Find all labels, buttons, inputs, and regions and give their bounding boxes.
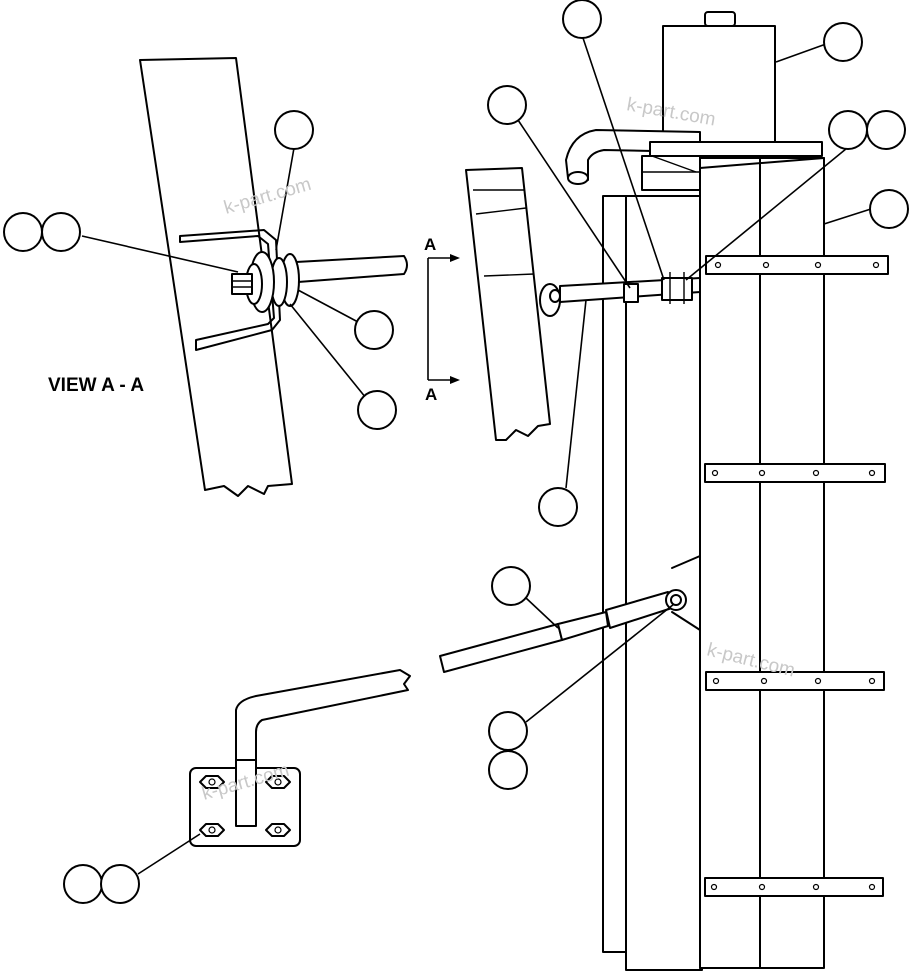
callouts	[3, 0, 909, 904]
callout-balloon	[100, 864, 140, 904]
section-marker-top: A	[424, 235, 436, 254]
callout-balloon	[488, 750, 528, 790]
upper-tank	[662, 25, 776, 145]
rod-end	[295, 255, 408, 283]
support-bar	[189, 669, 411, 847]
upper-stay-rod	[465, 167, 701, 441]
callout-balloon	[562, 0, 602, 39]
filler-cap	[704, 11, 736, 27]
side-panel	[625, 195, 703, 971]
section-arrows: A A	[424, 235, 460, 404]
callout-balloon	[41, 212, 81, 252]
callout-balloon	[488, 711, 528, 751]
lower-stay-rod	[439, 555, 701, 673]
radiator-core	[699, 157, 825, 969]
bolt-head	[231, 273, 253, 295]
callout-balloon	[866, 110, 906, 150]
post-section-right	[465, 167, 551, 441]
mount-strap-2	[704, 463, 886, 483]
rear-plate	[602, 195, 630, 953]
callout-balloon	[63, 864, 103, 904]
tank-assembly	[565, 11, 889, 971]
mount-strap-4	[704, 877, 884, 897]
plate-bolts	[199, 775, 291, 837]
watermark: k-part.com	[222, 174, 314, 219]
callout-balloon	[491, 566, 531, 606]
callout-balloon	[3, 212, 43, 252]
valve-box	[641, 155, 701, 191]
callout-balloon	[538, 487, 578, 527]
mount-strap-3	[705, 671, 885, 691]
mounting-bracket	[179, 229, 281, 351]
callout-balloon	[869, 189, 909, 229]
callout-balloon	[357, 390, 397, 430]
view-a-a-detail	[139, 57, 408, 497]
section-marker-bottom: A	[425, 385, 437, 404]
callout-balloon	[823, 22, 863, 62]
mount-strap-1	[705, 255, 889, 275]
callout-balloon	[274, 110, 314, 150]
top-frame	[649, 141, 823, 157]
callout-balloon	[828, 110, 868, 150]
callout-balloon	[487, 85, 527, 125]
callout-balloon	[354, 310, 394, 350]
view-label: VIEW A - A	[48, 375, 144, 396]
leader-lines	[81, 34, 875, 875]
